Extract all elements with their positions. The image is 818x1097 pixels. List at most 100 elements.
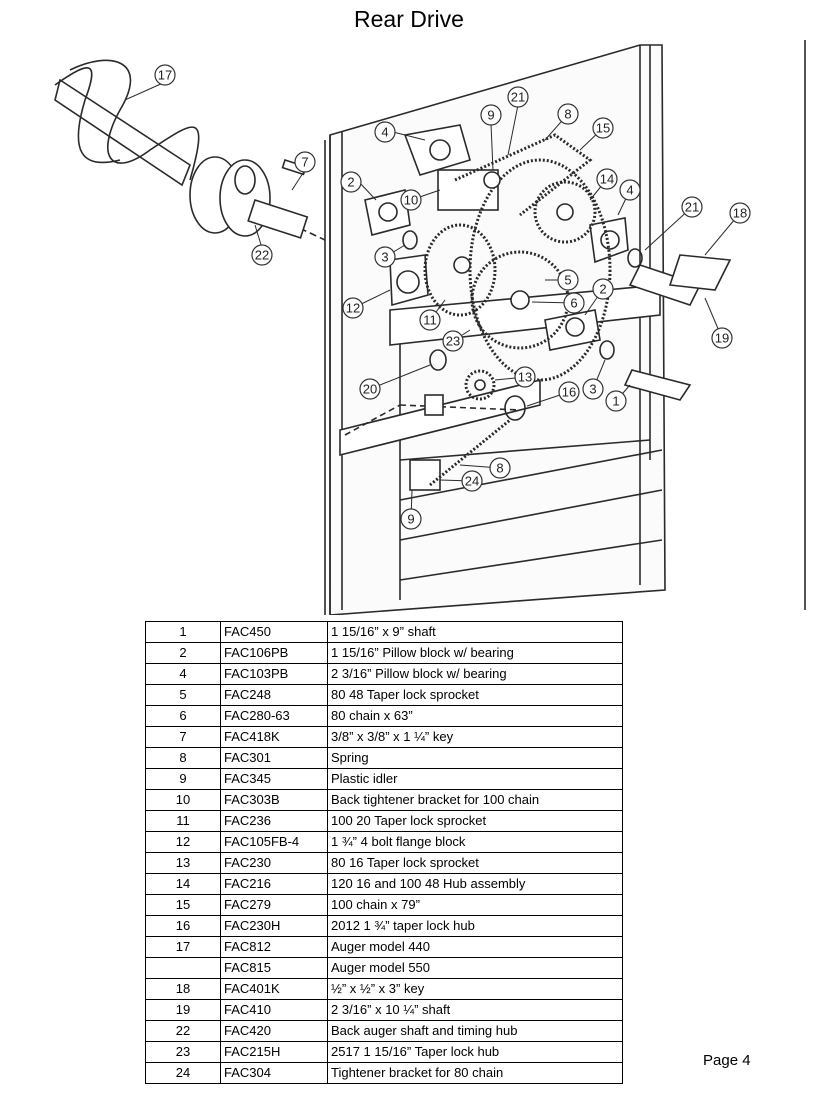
part-code-cell: FAC420 — [220, 1020, 328, 1042]
auger — [54, 59, 309, 239]
part-code-cell: FAC106PB — [220, 642, 328, 664]
part-number-cell: 14 — [145, 873, 221, 895]
part-description-cell: 2012 1 ¾” taper lock hub — [327, 915, 623, 937]
part-code-cell: FAC216 — [220, 873, 328, 895]
callout-3: 3 — [381, 250, 388, 265]
callout-2: 2 — [347, 175, 354, 190]
part-number-cell: 9 — [145, 768, 221, 790]
callout-4: 4 — [381, 125, 388, 140]
part-number-cell: 4 — [145, 663, 221, 685]
part-description-cell: 2517 1 15/16” Taper lock hub — [327, 1041, 623, 1063]
part-number-cell: 5 — [145, 684, 221, 706]
rails — [249, 204, 702, 457]
bearings — [364, 124, 732, 491]
part-number-cell: 10 — [145, 789, 221, 811]
callout-13: 13 — [518, 370, 532, 385]
callout-10: 10 — [404, 193, 418, 208]
part-description-cell: Tightener bracket for 80 chain — [327, 1062, 623, 1084]
callout-24: 24 — [465, 474, 479, 489]
part-description-cell: 2 3/16” Pillow block w/ bearing — [327, 663, 623, 685]
sprocket-hubs — [453, 171, 574, 391]
part-number-cell: 13 — [145, 852, 221, 874]
part-code-cell: FAC105FB-4 — [220, 831, 328, 853]
part-description-cell: Auger model 440 — [327, 936, 623, 958]
callout-18: 18 — [733, 206, 747, 221]
part-description-cell: 1 15/16” Pillow block w/ bearing — [327, 642, 623, 664]
part-number-cell: 11 — [145, 810, 221, 832]
part-number-cell: 6 — [145, 705, 221, 727]
page-number: Page 4 — [703, 1052, 751, 1069]
callout-21: 21 — [511, 90, 525, 105]
part-code-cell: FAC236 — [220, 810, 328, 832]
callout-19: 19 — [715, 331, 729, 346]
part-description-cell: Spring — [327, 747, 623, 769]
callout-labels: 17 7 22 4 2 3 12 10 9 21 8 15 14 4 5 6 2… — [158, 68, 747, 527]
part-code-cell: FAC450 — [220, 621, 328, 643]
part-code-cell: FAC303B — [220, 789, 328, 811]
part-number-cell: 18 — [145, 978, 221, 1000]
part-code-cell: FAC345 — [220, 768, 328, 790]
part-number-cell: 17 — [145, 936, 221, 958]
callout-23: 23 — [446, 334, 460, 349]
leader-lines — [124, 82, 741, 520]
part-number-cell: 8 — [145, 747, 221, 769]
part-number-cell: 23 — [145, 1041, 221, 1063]
part-description-cell: 80 48 Taper lock sprocket — [327, 684, 623, 706]
part-number-cell: 19 — [145, 999, 221, 1021]
part-number-cell: 15 — [145, 894, 221, 916]
callout-7: 7 — [301, 155, 308, 170]
callout-16: 16 — [562, 385, 576, 400]
part-number-cell: 1 — [145, 621, 221, 643]
part-description-cell: 1 ¾” 4 bolt flange block — [327, 831, 623, 853]
callout-9: 9 — [487, 108, 494, 123]
part-number-cell: 24 — [145, 1062, 221, 1084]
part-description-cell: Auger model 550 — [327, 957, 623, 979]
callout-11: 11 — [423, 313, 437, 328]
part-code-cell: FAC304 — [220, 1062, 328, 1084]
callout-20: 20 — [363, 382, 377, 397]
part-description-cell: 3/8” x 3/8” x 1 ¼” key — [327, 726, 623, 748]
callout-5: 5 — [564, 273, 571, 288]
callout-21b: 21 — [685, 200, 699, 215]
part-code-cell: FAC410 — [220, 999, 328, 1021]
part-number-cell: 2 — [145, 642, 221, 664]
part-number-cell — [145, 957, 221, 979]
callout-12: 12 — [346, 301, 360, 316]
part-description-cell: 2 3/16” x 10 ¼” shaft — [327, 999, 623, 1021]
page-title: Rear Drive — [354, 6, 464, 32]
part-code-cell: FAC418K — [220, 726, 328, 748]
callout-14: 14 — [600, 172, 614, 187]
part-code-cell: FAC230 — [220, 852, 328, 874]
part-code-cell: FAC812 — [220, 936, 328, 958]
part-description-cell: 120 16 and 100 48 Hub assembly — [327, 873, 623, 895]
part-number-cell: 16 — [145, 915, 221, 937]
part-description-cell: 100 20 Taper lock sprocket — [327, 810, 623, 832]
callout-8b: 8 — [496, 461, 503, 476]
callout-1: 1 — [612, 394, 619, 409]
part-number-cell: 7 — [145, 726, 221, 748]
callout-17: 17 — [158, 68, 172, 83]
part-code-cell: FAC301 — [220, 747, 328, 769]
chain-drive — [423, 133, 612, 487]
part-description-cell: 80 16 Taper lock sprocket — [327, 852, 623, 874]
part-code-cell: FAC215H — [220, 1041, 328, 1063]
